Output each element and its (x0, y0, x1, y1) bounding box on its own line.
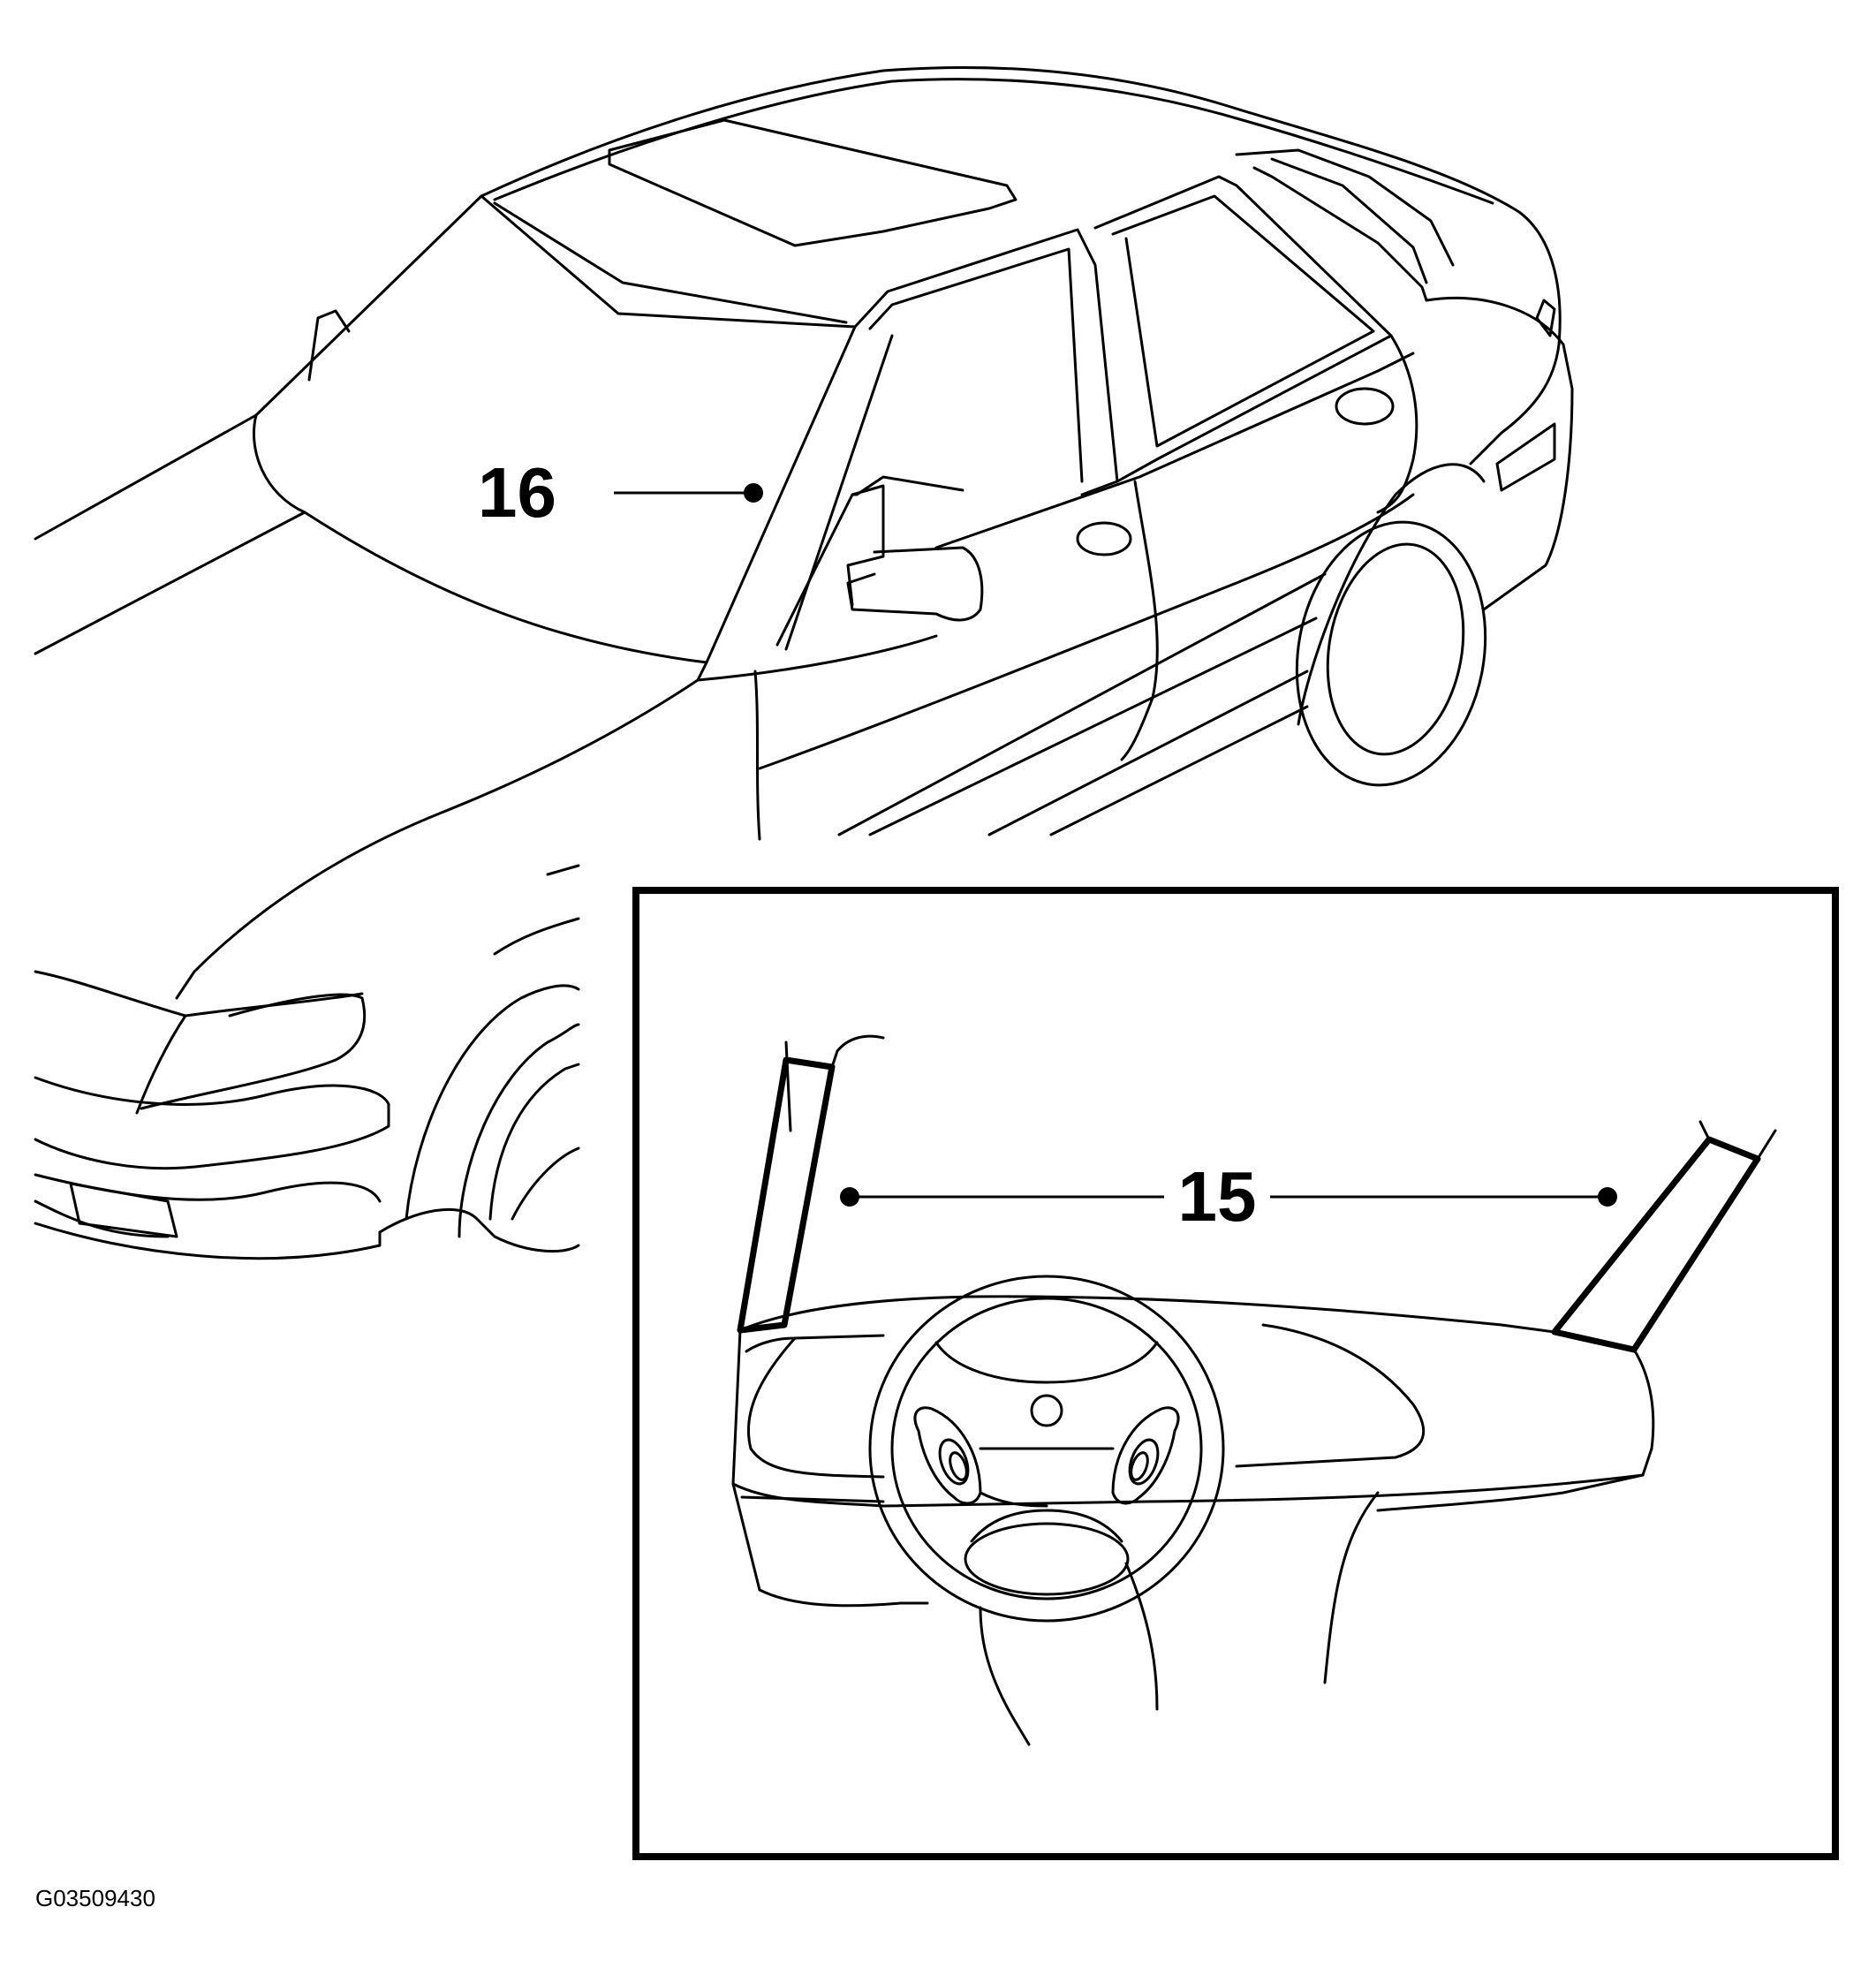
steering-wheel (868, 1275, 1225, 1623)
callout-15-label: 15 (1178, 1157, 1257, 1236)
callout-16-label: 16 (478, 453, 556, 532)
callout-15: 15 (840, 1157, 1617, 1236)
left-a-pillar-airbag (737, 1056, 836, 1334)
callout-15-dot-right (1598, 1187, 1617, 1207)
car-illustration (34, 65, 1574, 1260)
callout-16-dot (744, 483, 763, 503)
callout-15-dot-left (840, 1187, 859, 1207)
right-a-pillar-airbag (1551, 1136, 1761, 1353)
dashboard-illustration (731, 1034, 1777, 1746)
inset-frame (632, 887, 1839, 1860)
callout-16: 16 (478, 453, 763, 532)
figure-id: G03509430 (35, 1885, 155, 1911)
